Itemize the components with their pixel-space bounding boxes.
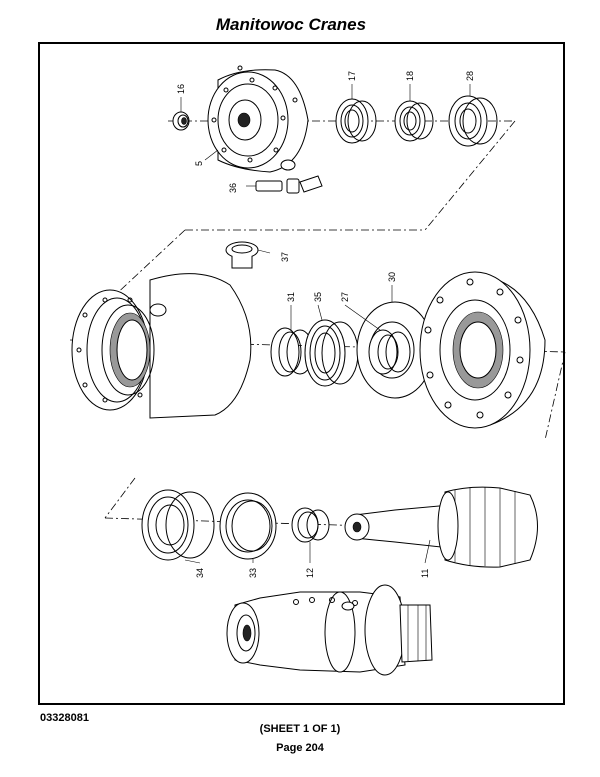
connector-top	[424, 120, 516, 231]
document-number: 03328081	[40, 712, 89, 724]
callout-18: 18	[405, 71, 415, 81]
part-28-bearing	[448, 95, 498, 147]
callout-11: 11	[420, 569, 430, 578]
part-16-nut	[172, 111, 190, 131]
hub-flange	[419, 271, 546, 429]
part-11-shaft	[344, 486, 538, 568]
page-number: Page 204	[276, 742, 324, 754]
callout-30: 30	[387, 272, 397, 282]
sheet-indicator: (SHEET 1 OF 1)	[259, 723, 341, 735]
page-title: Manitowoc Cranes	[215, 15, 367, 34]
drawing-frame	[38, 42, 565, 705]
leader-lines	[180, 84, 471, 564]
callout-5: 5	[194, 161, 204, 166]
part-27-ring	[368, 329, 411, 375]
part-17-bearing	[335, 98, 377, 144]
part-37-plug	[225, 241, 259, 269]
callout-35: 35	[313, 292, 323, 302]
callout-33: 33	[248, 568, 258, 578]
callout-37: 37	[280, 252, 290, 262]
callout-36: 36	[228, 183, 238, 193]
callout-28: 28	[465, 71, 475, 81]
ring-gear-housing	[71, 273, 252, 419]
connector-row2-right	[544, 351, 566, 441]
part-36-fitting	[255, 159, 323, 194]
connector-row2-left	[111, 229, 186, 299]
part-33-seal	[219, 492, 277, 560]
callout-31: 31	[286, 292, 296, 302]
callout-27: 27	[340, 292, 350, 302]
part-12-ring	[291, 507, 330, 543]
callout-16: 16	[176, 84, 186, 94]
part-35-bearing	[304, 319, 359, 387]
assembled-drive	[226, 584, 433, 676]
part-34-bearing	[141, 489, 215, 561]
callout-34: 34	[195, 568, 205, 578]
callout-12: 12	[305, 568, 315, 578]
callout-17: 17	[347, 71, 357, 81]
connector-row3-left	[104, 477, 136, 519]
part-5-carrier	[207, 65, 309, 173]
callout-labels: 16 5 17 18 28 36 37 31 35 27 30 34 33 12…	[176, 71, 475, 578]
